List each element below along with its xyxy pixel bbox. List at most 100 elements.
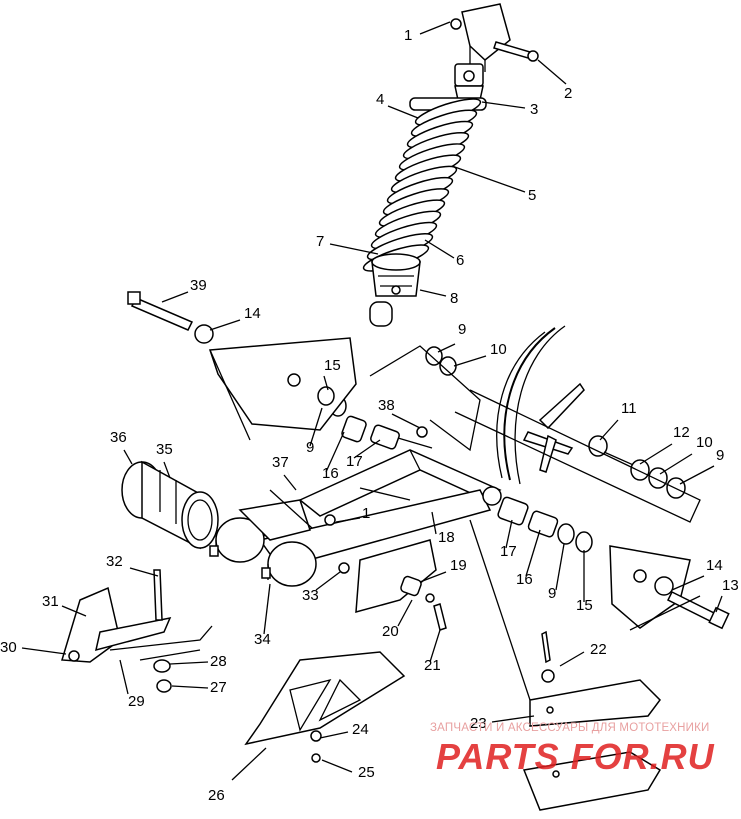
leader-line	[335, 517, 361, 523]
leader-line	[419, 21, 451, 35]
right-hub-hardware	[454, 382, 701, 523]
leader-line	[537, 59, 567, 85]
callout-1: 1	[362, 505, 370, 522]
leader-line	[329, 243, 379, 255]
callout-16: 16	[322, 465, 339, 482]
leader-line	[163, 461, 171, 479]
callout-2: 2	[564, 85, 572, 102]
clamp-rings	[209, 489, 336, 587]
leader-line	[123, 449, 133, 465]
callout-12: 12	[673, 424, 690, 441]
leader-line	[419, 289, 447, 297]
watermark: ЗАПЧАСТИ И АКСЕССУАРЫ ДЛЯ МОТОТЕХНИКИ PA…	[430, 722, 736, 782]
leader-line	[505, 519, 513, 549]
callout-15: 15	[324, 357, 341, 374]
leader-line	[161, 291, 189, 303]
callout-22: 22	[590, 641, 607, 658]
callout-10: 10	[696, 434, 713, 451]
leader-line	[325, 431, 345, 473]
leader-line	[451, 165, 526, 193]
leader-line	[231, 747, 267, 781]
callout-6: 6	[456, 252, 464, 269]
callout-21: 21	[424, 657, 441, 674]
leader-line	[319, 731, 349, 739]
callout-10: 10	[490, 341, 507, 358]
callout-30: 30	[0, 639, 17, 656]
leader-line	[437, 343, 456, 353]
callout-3: 3	[530, 101, 538, 118]
callout-16: 16	[516, 571, 533, 588]
leader-line	[61, 605, 87, 617]
leader-line	[323, 375, 329, 391]
leader-line	[679, 465, 715, 485]
leader-line	[429, 629, 441, 663]
callout-19: 19	[450, 557, 467, 574]
callout-31: 31	[42, 593, 59, 610]
leader-line	[491, 715, 535, 723]
callout-17: 17	[500, 543, 517, 560]
leader-line	[209, 319, 241, 331]
callout-35: 35	[156, 441, 173, 458]
callout-20: 20	[382, 623, 399, 640]
skid-plate	[244, 651, 406, 763]
leader-line	[315, 571, 341, 591]
leader-line	[599, 419, 619, 441]
callout-5: 5	[528, 187, 536, 204]
leader-line	[555, 543, 565, 591]
leader-line	[391, 413, 421, 429]
callout-37: 37	[272, 454, 289, 471]
leader-line	[424, 239, 455, 259]
callout-13: 13	[722, 577, 739, 594]
callout-8: 8	[450, 290, 458, 307]
axle-housing	[121, 460, 219, 550]
callout-7: 7	[316, 233, 324, 250]
callout-17: 17	[346, 453, 363, 470]
callout-38: 38	[378, 397, 395, 414]
leader-line	[321, 759, 353, 773]
callout-14: 14	[244, 305, 261, 322]
callout-11: 11	[621, 400, 637, 417]
callout-29: 29	[128, 693, 145, 710]
callout-9: 9	[716, 447, 724, 464]
callout-25: 25	[358, 764, 375, 781]
left-upper-bracket	[127, 291, 357, 441]
bottom-right-bracket	[469, 519, 662, 811]
callout-4: 4	[376, 91, 384, 108]
leader-line	[671, 575, 705, 591]
callout-15: 15	[576, 597, 593, 614]
callout-33: 33	[302, 587, 319, 604]
leader-line	[119, 659, 129, 695]
leader-line	[387, 105, 419, 119]
callout-26: 26	[208, 787, 225, 804]
callout-23: 23	[470, 715, 487, 732]
left-lower-bracket	[61, 569, 213, 693]
callout-9: 9	[548, 585, 556, 602]
callout-1: 1	[404, 27, 412, 44]
callout-27: 27	[210, 679, 227, 696]
leader-line	[715, 595, 723, 613]
callout-34: 34	[254, 631, 271, 648]
callout-32: 32	[106, 553, 123, 570]
lower-link-bracket	[338, 539, 447, 631]
leader-lines	[21, 21, 723, 781]
callout-9: 9	[306, 439, 314, 456]
shock-absorber	[362, 63, 487, 327]
callout-14: 14	[706, 557, 723, 574]
leader-line	[283, 474, 297, 491]
leader-line	[419, 571, 447, 583]
leader-line	[397, 599, 413, 627]
a-arm	[258, 449, 593, 569]
watermark-tagline: ЗАПЧАСТИ И АКСЕССУАРЫ ДЛЯ МОТОТЕХНИКИ	[430, 722, 710, 734]
right-lower-bracket	[609, 545, 730, 631]
leader-line	[129, 567, 159, 577]
callout-9: 9	[458, 321, 466, 338]
callout-39: 39	[190, 277, 207, 294]
upper-shock-mount	[450, 3, 539, 72]
callout-24: 24	[352, 721, 369, 738]
callout-28: 28	[210, 653, 227, 670]
leader-line	[263, 583, 271, 635]
leader-line	[559, 651, 585, 667]
leader-line	[481, 101, 526, 109]
